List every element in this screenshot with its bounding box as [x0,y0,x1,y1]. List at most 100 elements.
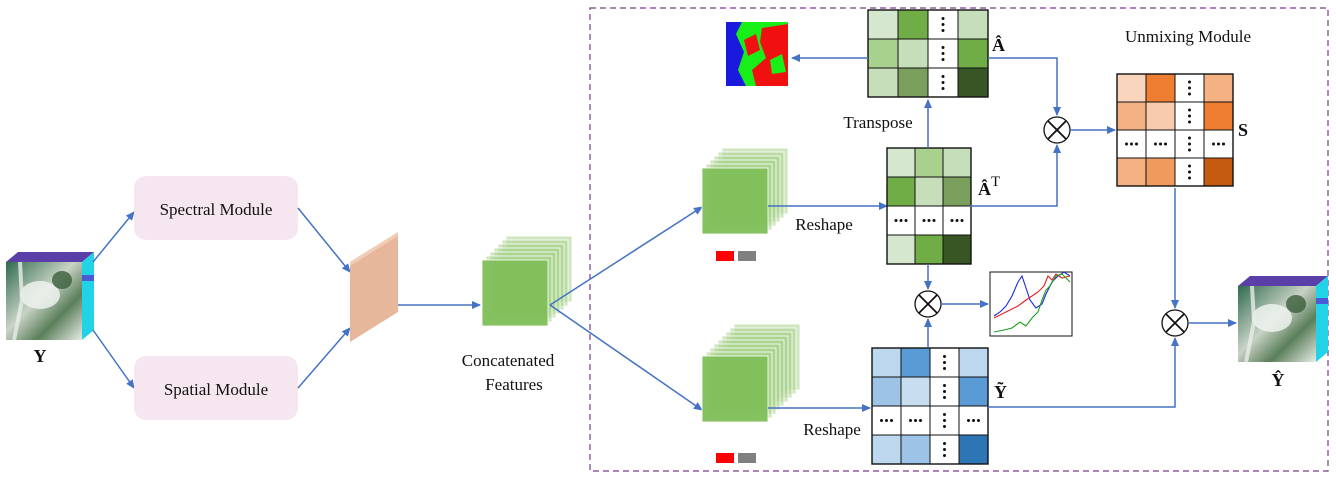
feature-map-layer [701,167,769,235]
horizontal-ellipsis-dot [955,219,959,222]
horizontal-ellipsis-dot [960,219,964,222]
vertical-ellipsis-dot [941,58,945,61]
multiply-icon-top [1043,116,1071,144]
matrix-cell [871,347,902,378]
horizontal-ellipsis-dot [967,419,970,422]
output-label: Ŷ [1272,369,1285,390]
vertical-ellipsis-dot [943,419,946,422]
matrix-cell [942,205,972,236]
y-tilde-label: Ỹ [994,381,1007,402]
a-hat-label: Â [992,34,1005,55]
vertical-ellipsis-dot [941,81,945,84]
horizontal-ellipsis-dot [904,219,908,222]
horizontal-ellipsis-dot [1212,142,1215,146]
matrix-cell [1145,73,1176,103]
horizontal-ellipsis-dot [1164,142,1167,146]
input-hsi-cube-icon [6,252,94,341]
arrow-y-tilde-to-output-multiply [988,337,1179,408]
matrix-cell [914,147,944,178]
s-label: S [1238,120,1248,140]
vertical-ellipsis-dot [1188,136,1191,140]
vertical-ellipsis-dot [1188,176,1191,180]
vertical-ellipsis-dot [1188,108,1191,112]
horizontal-ellipsis-dot [880,419,883,422]
matrix-cell [900,434,931,465]
horizontal-ellipsis-dot [1135,142,1138,146]
spectral-module-label: Spectral Module [160,200,273,219]
horizontal-ellipsis-dot [1125,142,1128,146]
matrix-cell [1203,101,1234,131]
vertical-ellipsis-dot [943,413,946,416]
horizontal-ellipsis-dot [899,219,903,222]
reshape-bottom-label: Reshape [803,420,861,439]
feature-map-layer [701,355,769,423]
horizontal-ellipsis-dot [919,419,922,422]
vertical-ellipsis-dot [1188,142,1191,146]
concat-slab-icon [350,232,398,342]
horizontal-ellipsis-dot [909,419,912,422]
vertical-ellipsis-dot [941,23,945,26]
spatial-module-box [134,356,298,420]
unmixing-module-label: Unmixing Module [1125,27,1251,46]
bottom-gray-indicator [738,453,756,463]
matrix-cell [867,67,899,98]
matrix-cell [958,434,989,465]
vertical-ellipsis-dot [1188,80,1191,84]
multiply-icon-middle [914,290,942,318]
matrix-cell [1145,101,1176,131]
horizontal-ellipsis-dot [1130,142,1133,146]
matrix-cell [942,147,972,178]
matrix-a-hat [867,9,989,98]
matrix-cell [957,9,989,40]
vertical-ellipsis-dot [1188,92,1191,96]
matrix-cell [897,9,929,40]
horizontal-ellipsis-dot [1222,142,1225,146]
matrix-cell [1116,73,1147,103]
horizontal-ellipsis-dot [894,219,898,222]
vertical-ellipsis-dot [1188,114,1191,118]
horizontal-ellipsis-dot [950,219,954,222]
matrix-cell [886,147,916,178]
vertical-ellipsis-dot [943,425,946,428]
arrow-spatial-to-concat [297,327,351,389]
horizontal-ellipsis-dot [1154,142,1157,146]
input-label: Y [34,346,47,366]
arrow-input-to-spectral [92,211,135,263]
horizontal-ellipsis-dot [977,419,980,422]
arrow-at-to-multiply [970,144,1061,207]
vertical-ellipsis-dot [943,442,946,445]
matrix-cell [942,176,972,207]
horizontal-ellipsis-dot [972,419,975,422]
matrix-cell [871,376,902,407]
top-feature-stack-icon [701,147,789,235]
matrix-cell [867,38,899,69]
spectral-module-box [134,176,298,240]
reshape-top-label: Reshape [795,215,853,234]
vertical-ellipsis-dot [943,367,946,370]
vertical-ellipsis-dot [941,52,945,55]
vertical-ellipsis-dot [1188,170,1191,174]
unmixing-region [589,7,1329,472]
matrix-cell [1203,73,1234,103]
horizontal-ellipsis-dot [932,219,936,222]
horizontal-ellipsis-dot [922,219,926,222]
vertical-ellipsis-dot [1188,120,1191,124]
matrix-cell [942,234,972,265]
vertical-ellipsis-dot [1188,164,1191,168]
matrix-cell [900,347,931,378]
matrix-cell [914,176,944,207]
matrix-cell [897,67,929,98]
vertical-ellipsis-dot [941,46,945,49]
horizontal-ellipsis-dot [914,419,917,422]
vertical-ellipsis-dot [943,361,946,364]
vertical-ellipsis-dot [943,454,946,457]
horizontal-ellipsis-dot [927,219,931,222]
matrix-cell [957,38,989,69]
matrix-cell [1116,101,1147,131]
matrix-cell [958,376,989,407]
matrix-cell [886,176,916,207]
matrix-cell [1116,157,1147,187]
vertical-ellipsis-dot [941,75,945,78]
bottom-red-indicator [716,453,734,463]
horizontal-ellipsis-dot [1217,142,1220,146]
